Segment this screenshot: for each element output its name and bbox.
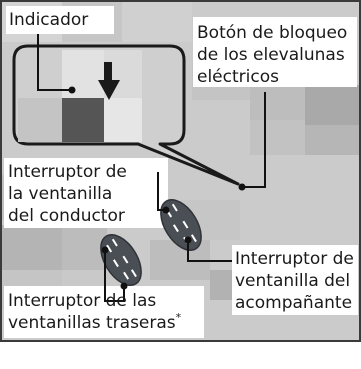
callout-dark-panel [62, 98, 104, 142]
lock-button-label-line-2: de los elevalunas [197, 45, 345, 65]
leader-rear-switch [104, 250, 125, 302]
leader-passenger-switch [187, 240, 232, 262]
down-arrow-icon [98, 62, 120, 100]
rear-switch-label-text: ventanillas traseras [8, 313, 176, 333]
passenger-switch-label-line-2: ventanilla del [235, 271, 350, 291]
driver-switch-label-line-2: la ventanilla [8, 184, 112, 204]
leader-lock-button [242, 92, 266, 188]
indicator-callout [12, 44, 240, 186]
driver-switch-label-line-1: Interruptor de [8, 162, 127, 182]
passenger-switch-label-line-3: acompañante [235, 293, 352, 313]
rear-switch-label-line-2: ventanillas traseras* [8, 311, 182, 333]
rear-switch-label-line-1: Interruptor de las [8, 291, 156, 311]
callout-tile-lower-right [104, 98, 142, 142]
indicator-label: Indicador [9, 10, 88, 30]
lock-button-label-line-1: Botón de bloqueo [197, 23, 347, 43]
callout-tile-left [18, 98, 62, 142]
leader-dots [68, 86, 246, 290]
label-backgrounds [4, 6, 358, 338]
leader-indicator [37, 34, 72, 91]
footnote-mark: * [176, 311, 182, 324]
rear-window-switch [100, 234, 142, 286]
lock-button-label-line-3: eléctricos [197, 67, 279, 87]
passenger-switch-label-line-1: Interruptor de [235, 249, 354, 269]
driver-switch-label-line-3: del conductor [8, 206, 125, 226]
driver-window-switch [160, 199, 202, 251]
